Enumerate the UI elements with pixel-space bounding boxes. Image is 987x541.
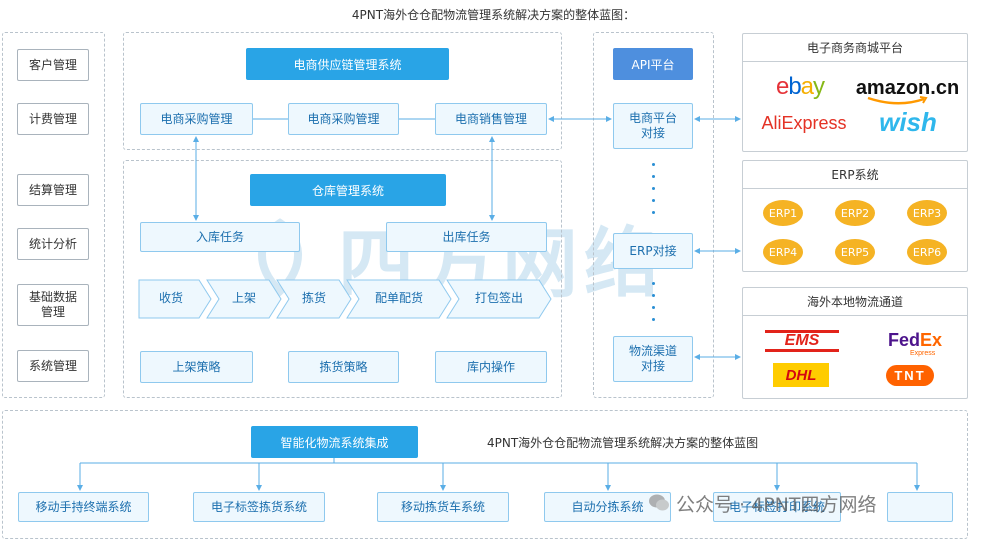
bottom-item-extra[interactable] — [887, 492, 953, 522]
page-title: 4PNT海外仓仓配物流管理系统解决方案的整体蓝图： — [351, 8, 636, 22]
warehouse-section — [123, 160, 562, 398]
flow-step-shelve[interactable]: 上架 — [231, 291, 256, 305]
ecommerce-title: 电子商务商城平台 — [743, 34, 967, 62]
left-item-billing[interactable]: 计费管理 — [17, 103, 89, 135]
erp-badge-4[interactable]: ERP4 — [763, 239, 803, 265]
bottom-section — [2, 410, 968, 539]
left-item-base-data[interactable]: 基础数据 管理 — [17, 284, 89, 326]
flow-step-pick-shape — [276, 279, 352, 319]
flow-step-shelve-shape — [206, 279, 282, 319]
supply-chain-section — [123, 32, 562, 150]
dhl-logo-text: DHL — [785, 366, 817, 384]
left-item-settlement[interactable]: 结算管理 — [17, 174, 89, 206]
api-section — [593, 32, 714, 398]
left-item-system[interactable]: 系统管理 — [17, 350, 89, 382]
flow-step-allocate[interactable]: 配单配货 — [374, 291, 423, 305]
api-dots-1 — [652, 163, 655, 223]
left-panel — [2, 32, 105, 398]
amazon-logo: amazon.cn — [855, 76, 960, 99]
api-dots-2 — [652, 282, 655, 332]
strategy-shelving[interactable]: 上架策略 — [140, 351, 253, 383]
erp-badge-5[interactable]: ERP5 — [835, 239, 875, 265]
flow-step-receive[interactable]: 收货 — [158, 291, 183, 305]
bottom-item-auto-sort[interactable]: 自动分拣系统 — [544, 492, 671, 522]
erp-title: ERP系统 — [743, 161, 967, 189]
left-item-statistics[interactable]: 统计分析 — [17, 228, 89, 260]
api-erp-integration[interactable]: ERP对接 — [613, 233, 693, 269]
bottom-item-label-print[interactable]: 电子标签打印系统 — [713, 492, 841, 522]
watermark-account-text: 公众号 · 4PNT四方网络 — [676, 493, 877, 516]
erp-badge-3[interactable]: ERP3 — [907, 200, 947, 226]
warehouse-title: 仓库管理系统 — [250, 174, 446, 206]
flow-step-allocate-shape — [346, 279, 452, 319]
ecommerce-section — [742, 33, 968, 152]
amazon-smile-icon — [867, 96, 928, 105]
ems-logo: EMS — [765, 330, 839, 352]
bottom-item-mobile-cart[interactable]: 移动拣货车系统 — [377, 492, 509, 522]
dhl-logo: DHL — [773, 363, 829, 387]
erp-badge-6[interactable]: ERP6 — [907, 239, 947, 265]
bottom-title: 智能化物流系统集成 — [251, 426, 418, 458]
warehouse-flow — [138, 279, 552, 319]
bottom-caption: 4PNT海外仓仓配物流管理系统解决方案的整体蓝图 — [487, 436, 759, 450]
ems-logo-text: EMS — [784, 332, 820, 349]
tnt-logo: TNT — [880, 363, 940, 387]
tnt-logo-text: TNT — [886, 364, 934, 386]
logistics-title: 海外本地物流通道 — [743, 288, 967, 316]
fedex-express-label: Express — [910, 350, 936, 357]
outbound-task[interactable]: 出库任务 — [386, 222, 547, 252]
strategy-picking[interactable]: 拣货策略 — [288, 351, 399, 383]
bottom-item-pick-to-light[interactable]: 电子标签拣货系统 — [193, 492, 325, 522]
supply-item-purchase-1[interactable]: 电商采购管理 — [140, 103, 253, 135]
erp-section — [742, 160, 968, 272]
wish-logo: wish — [879, 106, 937, 137]
watermark-account: 公众号 · 4PNT四方网络 — [648, 488, 876, 518]
strategy-in-warehouse[interactable]: 库内操作 — [435, 351, 547, 383]
flow-step-pack-shape — [446, 279, 552, 319]
api-logistics-integration[interactable]: 物流渠道 对接 — [613, 336, 693, 382]
supply-chain-title: 电商供应链管理系统 — [246, 48, 449, 80]
logistics-section — [742, 287, 968, 399]
wechat-icon — [649, 494, 669, 511]
inbound-task[interactable]: 入库任务 — [140, 222, 300, 252]
api-ecommerce-integration[interactable]: 电商平台 对接 — [613, 103, 693, 149]
erp-badge-1[interactable]: ERP1 — [763, 200, 803, 226]
flow-step-pick[interactable]: 拣货 — [301, 291, 326, 305]
bottom-item-handheld[interactable]: 移动手持终端系统 — [18, 492, 149, 522]
api-title: API平台 — [613, 48, 693, 80]
flow-step-pack[interactable]: 打包签出 — [474, 291, 523, 305]
supply-item-sales[interactable]: 电商销售管理 — [435, 103, 547, 135]
left-item-customer[interactable]: 客户管理 — [17, 49, 89, 81]
flow-step-receive-shape — [138, 279, 212, 319]
aliexpress-logo: AliExpress — [761, 112, 847, 133]
fedex-ex: Ex — [919, 329, 943, 350]
supply-item-purchase-2[interactable]: 电商采购管理 — [288, 103, 399, 135]
erp-badge-2[interactable]: ERP2 — [835, 200, 875, 226]
